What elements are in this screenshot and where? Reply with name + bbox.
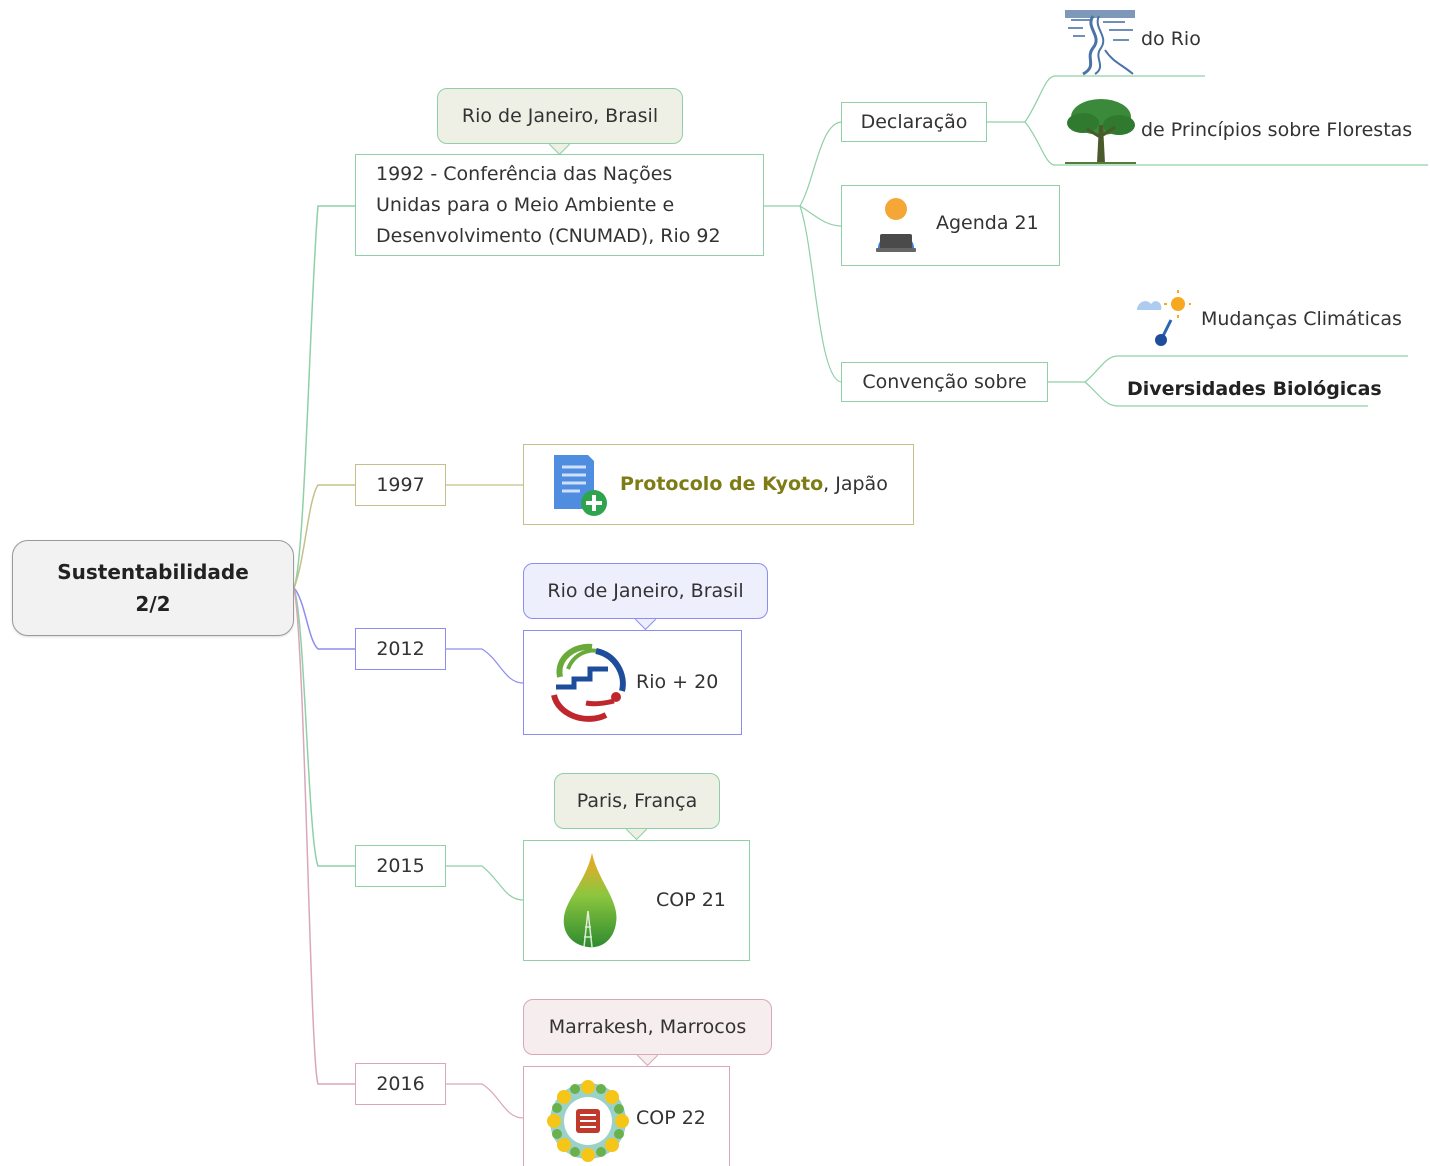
river-icon bbox=[1065, 10, 1135, 76]
callout-2012-text: Rio de Janeiro, Brasil bbox=[547, 580, 744, 602]
person-laptop-icon bbox=[876, 198, 916, 252]
rio20-text: Rio + 20 bbox=[636, 671, 719, 693]
leaf-drop-icon bbox=[563, 853, 617, 948]
topic-convencao-text: Convenção sobre bbox=[862, 371, 1027, 393]
topic-agenda21[interactable]: Agenda 21 bbox=[841, 185, 1060, 266]
topic-1997-text: 1997 bbox=[376, 474, 425, 496]
topic-declaracao-text: Declaração bbox=[860, 111, 968, 133]
topic-kyoto[interactable]: Protocolo de Kyoto, Japão bbox=[523, 444, 914, 525]
connector-root-1997 bbox=[293, 484, 356, 589]
connector-1992-declaracao bbox=[763, 121, 843, 207]
root-title-line2: 2/2 bbox=[135, 592, 171, 616]
conv-item-clima[interactable]: Mudanças Climáticas bbox=[1201, 308, 1402, 330]
connector-2012-rio20 bbox=[445, 648, 524, 684]
topic-2015-text: 2015 bbox=[376, 855, 425, 877]
topic-cop22[interactable]: COP 22 bbox=[523, 1066, 730, 1166]
topic-2015[interactable]: 2015 bbox=[355, 845, 446, 887]
topic-1992-text: 1992 - Conferência das Nações Unidas par… bbox=[376, 162, 721, 247]
connector-1992-convencao bbox=[799, 205, 843, 383]
callout-2016-location[interactable]: Marrakesh, Marrocos bbox=[523, 999, 772, 1055]
connector-root-1992 bbox=[293, 205, 356, 589]
topic-convencao[interactable]: Convenção sobre bbox=[841, 362, 1048, 402]
connector-decl-florestas bbox=[1024, 121, 1428, 166]
connector-decl-rio bbox=[987, 75, 1205, 123]
callout-2015-text: Paris, França bbox=[576, 790, 698, 812]
kyoto-rest-text: , Japão bbox=[823, 473, 888, 495]
topic-1992-conference[interactable]: 1992 - Conferência das Nações Unidas par… bbox=[355, 154, 764, 256]
cop22-text: COP 22 bbox=[636, 1107, 706, 1129]
topic-cop21[interactable]: COP 21 bbox=[523, 840, 750, 961]
cop21-text: COP 21 bbox=[656, 889, 726, 911]
connector-conv-bio bbox=[1084, 381, 1368, 407]
callout-2012-location[interactable]: Rio de Janeiro, Brasil bbox=[523, 563, 768, 619]
connector-root-2012 bbox=[293, 587, 356, 650]
callout-1992-location[interactable]: Rio de Janeiro, Brasil bbox=[437, 88, 683, 144]
cop22-logo-icon bbox=[547, 1080, 629, 1162]
topic-2012[interactable]: 2012 bbox=[355, 628, 446, 670]
conv-item-bio[interactable]: Diversidades Biológicas bbox=[1127, 378, 1382, 400]
agenda21-text: Agenda 21 bbox=[936, 212, 1039, 234]
callout-2015-location[interactable]: Paris, França bbox=[554, 773, 720, 829]
callout-2016-text: Marrakesh, Marrocos bbox=[548, 1016, 747, 1038]
kyoto-text: Protocolo de Kyoto, Japão bbox=[620, 473, 888, 495]
callout-1992-text: Rio de Janeiro, Brasil bbox=[461, 105, 659, 127]
connector-2016-cop22 bbox=[445, 1083, 524, 1119]
topic-rio20[interactable]: Rio + 20 bbox=[523, 630, 742, 735]
connector-1992-agenda bbox=[799, 205, 843, 227]
topic-2016[interactable]: 2016 bbox=[355, 1063, 446, 1105]
topic-1997[interactable]: 1997 bbox=[355, 464, 446, 506]
rio20-logo-icon bbox=[551, 643, 626, 722]
climate-icon bbox=[1137, 290, 1191, 346]
connector-root-2016 bbox=[293, 587, 356, 1085]
connector-2015-cop21 bbox=[445, 865, 524, 901]
tree-icon bbox=[1065, 99, 1136, 164]
kyoto-bold-text: Protocolo de Kyoto bbox=[620, 473, 824, 495]
topic-declaracao[interactable]: Declaração bbox=[841, 102, 987, 142]
decl-item-florestas[interactable]: de Princípios sobre Florestas bbox=[1141, 119, 1413, 141]
topic-2012-text: 2012 bbox=[376, 638, 425, 660]
document-plus-icon bbox=[554, 455, 607, 516]
root-topic[interactable]: Sustentabilidade 2/2 bbox=[12, 540, 294, 636]
root-title-line1: Sustentabilidade bbox=[57, 560, 249, 584]
connector-root-2015 bbox=[293, 587, 356, 867]
topic-2016-text: 2016 bbox=[376, 1073, 425, 1095]
decl-item-rio[interactable]: do Rio bbox=[1141, 28, 1201, 50]
